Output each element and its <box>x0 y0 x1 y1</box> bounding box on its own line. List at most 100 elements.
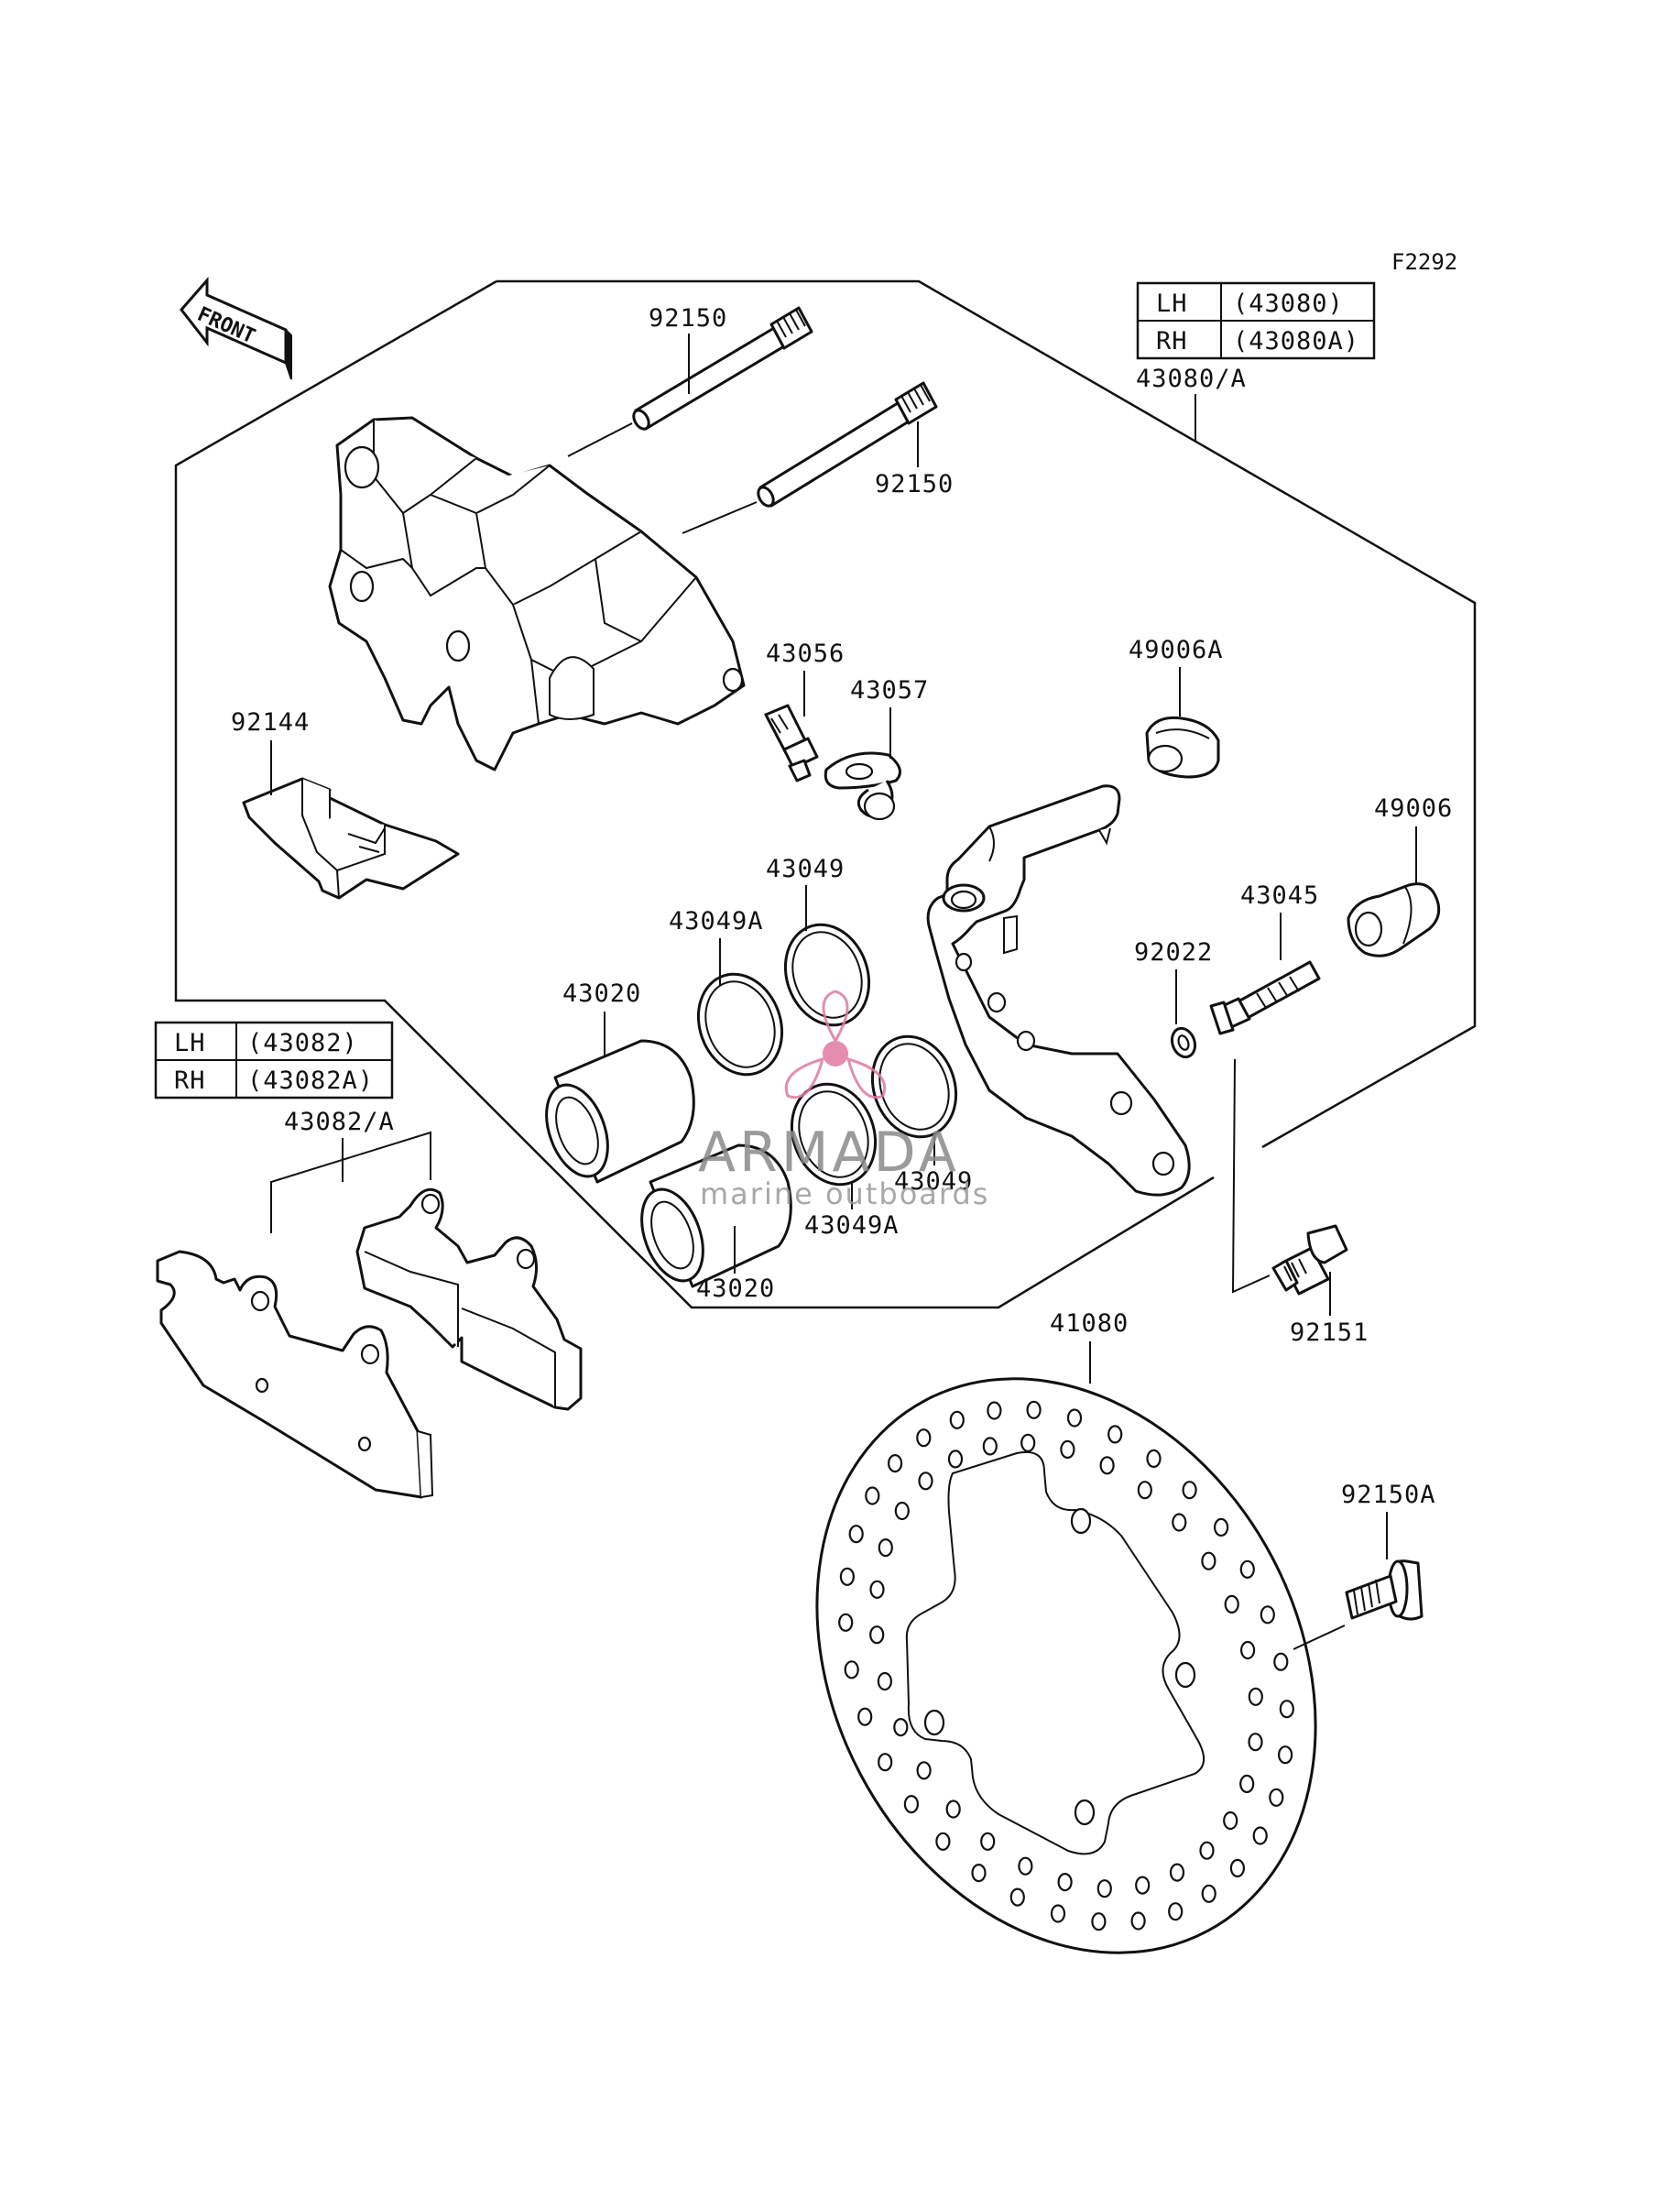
disc-hole <box>935 1832 951 1851</box>
callout-bleeder: 43056 <box>766 640 845 668</box>
disc-hole <box>1239 1774 1255 1794</box>
brake-disc <box>815 1377 1317 1954</box>
pad-table-lh-part: (43082) <box>247 1029 358 1057</box>
disc-hole <box>894 1501 910 1521</box>
disc-hole <box>1248 1687 1263 1706</box>
watermark: ARMADA marine outboards <box>698 990 987 1211</box>
bleeder-valve <box>764 704 819 782</box>
disc-hole <box>1201 1884 1216 1903</box>
washer <box>1170 1026 1197 1059</box>
disc-hole <box>887 1453 903 1473</box>
disc-hole <box>1018 1856 1033 1876</box>
front-arrow-icon: FRONT <box>180 277 292 380</box>
caliper-assembly-label: 43080/A <box>1136 365 1247 393</box>
disc-hole <box>1107 1425 1123 1444</box>
disc-hole <box>1182 1481 1197 1500</box>
disc-hole <box>1213 1517 1229 1537</box>
disc-hole <box>1229 1858 1246 1878</box>
disc-holes <box>838 1400 1294 1931</box>
disc-hole <box>1130 1911 1146 1931</box>
assembly-frame <box>496 279 1477 1149</box>
caliper-bracket <box>926 784 1191 1197</box>
callout-spring: 92144 <box>231 708 310 737</box>
caliper-body <box>328 416 746 771</box>
disc-hole <box>949 1410 965 1429</box>
callout-disc: 41080 <box>1050 1309 1129 1338</box>
caliper-table: LH (43080) RH (43080A) <box>1136 281 1376 360</box>
disc-hole <box>848 1525 864 1544</box>
disc-hole <box>987 1401 1002 1420</box>
disc-hole <box>869 1625 885 1645</box>
disc-hole <box>947 1450 964 1469</box>
callout-bolt-pin: 43045 <box>1240 881 1319 910</box>
mount-bolt <box>1271 1224 1348 1296</box>
disc-hole <box>1260 1605 1275 1625</box>
seal-piston-upper <box>696 972 784 1077</box>
disc-hole <box>1199 1841 1215 1860</box>
disc-hole <box>1248 1733 1263 1752</box>
disc-hole <box>945 1800 961 1819</box>
callout-seal-piston-upper: 43049A <box>669 907 764 935</box>
boot-upper <box>1145 716 1220 779</box>
callout-piston-lower: 43020 <box>696 1275 775 1303</box>
disc-hole <box>857 1707 873 1726</box>
callout-seal-piston-lower: 43049A <box>804 1211 900 1240</box>
seal-dust-upper <box>783 923 871 1027</box>
callout-seal-dust-lower: 43049 <box>894 1167 973 1196</box>
callout-boot-upper: 49006A <box>1129 636 1224 664</box>
callout-washer: 92022 <box>1134 938 1213 967</box>
disc-hole <box>1169 1863 1185 1882</box>
seal-dust-lower <box>870 1034 958 1139</box>
disc-hole <box>1066 1408 1083 1428</box>
disc-hole <box>878 1753 893 1772</box>
disc-hole <box>1096 1879 1112 1898</box>
callout-pin-lower: 92150 <box>875 470 954 498</box>
callout-pin-upper: 92150 <box>649 304 727 333</box>
disc-hole <box>1279 1700 1294 1719</box>
bolt-pin <box>1209 960 1321 1035</box>
pad-table-rh-part: (43082A) <box>247 1067 374 1095</box>
pad-table-rh: RH <box>174 1067 206 1095</box>
pad-table-lh: LH <box>174 1029 206 1057</box>
watermark-brand: ARMADA <box>698 1121 960 1185</box>
disc-hole <box>1269 1788 1284 1807</box>
disc-hole <box>916 1428 932 1448</box>
callout-disc-bolt: 92150A <box>1341 1481 1436 1509</box>
piston-lower <box>640 1143 792 1288</box>
piston-upper <box>545 1039 695 1184</box>
disc-hole <box>918 1471 933 1491</box>
disc-hole <box>971 1863 987 1883</box>
disc-hole <box>1239 1559 1255 1579</box>
watermark-propeller-icon <box>784 990 887 1099</box>
caliper-table-rh: RH <box>1156 327 1188 356</box>
disc-bolt <box>1345 1559 1424 1621</box>
disc-hole <box>1273 1652 1289 1671</box>
disc-hole <box>1277 1745 1293 1765</box>
disc-hole <box>1146 1449 1162 1469</box>
disc-hole <box>1057 1873 1073 1892</box>
figure-code: F2292 <box>1391 249 1457 275</box>
callout-mount-bolt: 92151 <box>1290 1318 1369 1347</box>
disc-hole <box>916 1761 932 1780</box>
disc-hole <box>1099 1456 1115 1475</box>
disc-hole <box>1224 1594 1239 1614</box>
disc-hole <box>869 1580 885 1599</box>
caliper-table-rh-part: (43080A) <box>1233 327 1359 356</box>
disc-hole <box>982 1437 998 1456</box>
disc-hole <box>1135 1876 1151 1895</box>
disc-hole <box>878 1537 893 1558</box>
brake-pad-right <box>355 1187 583 1411</box>
disc-hole <box>893 1717 909 1737</box>
guide-pin-lower <box>757 381 938 508</box>
pad-spring <box>242 777 460 900</box>
disc-hole <box>1020 1433 1036 1452</box>
disc-hole <box>1060 1439 1075 1460</box>
disc-hole <box>1223 1811 1238 1831</box>
caliper-table-lh-part: (43080) <box>1233 290 1344 318</box>
callout-bleeder-cap: 43057 <box>850 676 929 705</box>
callout-piston-upper: 43020 <box>562 979 641 1008</box>
pad-set-label: 43082/A <box>284 1108 395 1136</box>
brake-pad-left <box>156 1250 434 1499</box>
disc-hole <box>844 1660 859 1679</box>
